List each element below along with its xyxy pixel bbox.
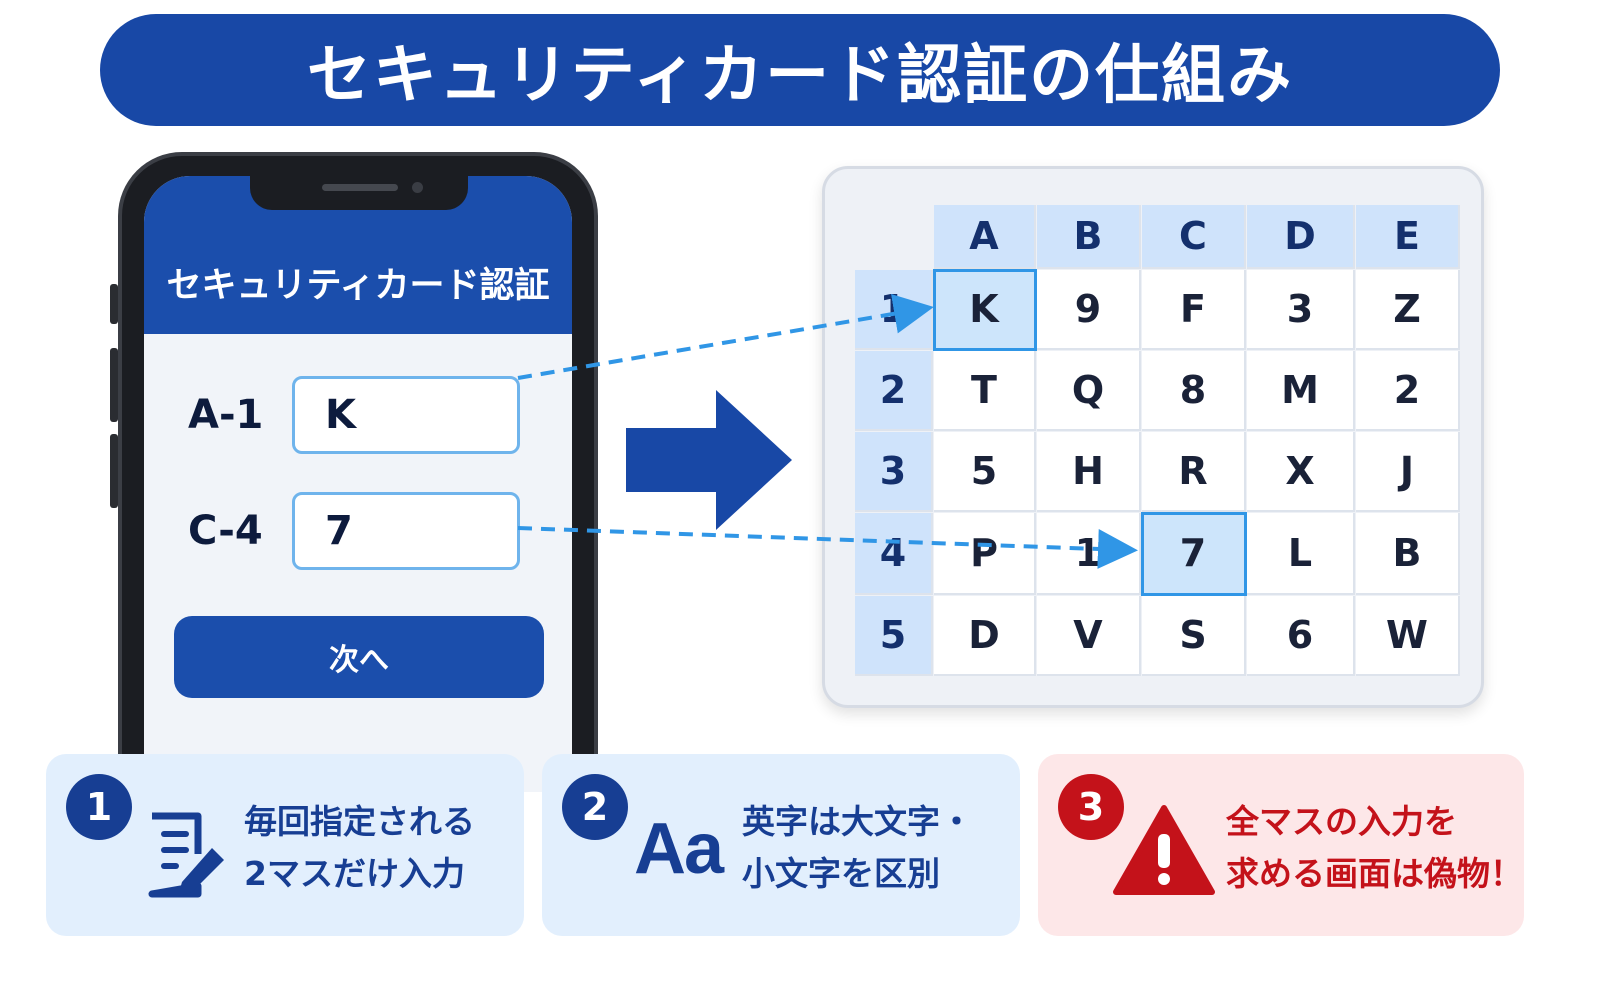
speaker-icon: [322, 184, 398, 191]
info-box-2: 2 Aa 英字は大文字・ 小文字を区別: [542, 754, 1020, 936]
page-title: セキュリティカード認証の仕組み: [100, 14, 1500, 126]
column-header: A: [934, 205, 1036, 269]
row-header: 3: [855, 432, 933, 512]
grid-cell: L: [1247, 513, 1355, 595]
info-line: 2マスだけ入力: [244, 854, 465, 893]
step-number-badge: 1: [66, 774, 132, 840]
grid-cell: 2: [1356, 351, 1460, 431]
row-header: 1: [855, 270, 933, 350]
phone-header-title: セキュリティカード認証: [166, 266, 550, 306]
phone-volume-up-button: [110, 348, 118, 422]
column-header: C: [1142, 205, 1246, 269]
edit-document-icon: [148, 812, 224, 898]
input-value: K: [325, 392, 356, 438]
grid-cell: W: [1356, 596, 1460, 676]
info-line: 小文字を区別: [742, 854, 940, 893]
info-box-1: 1 毎回指定される 2マスだけ入力: [46, 754, 524, 936]
right-arrow-icon: [626, 390, 792, 530]
step-number-badge: 3: [1058, 774, 1124, 840]
column-header: D: [1247, 205, 1355, 269]
grid-corner: [855, 205, 933, 269]
row-header: 5: [855, 596, 933, 676]
info-line: 毎回指定される: [244, 802, 475, 841]
grid-cell: X: [1247, 432, 1355, 512]
next-button-label: 次へ: [329, 643, 389, 678]
grid-cell: J: [1356, 432, 1460, 512]
phone-volume-down-button: [110, 434, 118, 508]
info-line: 全マスの入力を: [1226, 802, 1457, 841]
highlighted-grid-cell: K: [933, 269, 1037, 351]
grid-cell: H: [1037, 432, 1141, 512]
column-header: E: [1356, 205, 1460, 269]
grid-cell: F: [1142, 270, 1246, 350]
step-number-badge: 2: [562, 774, 628, 840]
next-button[interactable]: 次へ: [174, 616, 544, 698]
field-label: C-4: [188, 508, 263, 554]
grid-cell: 8: [1142, 351, 1246, 431]
row-header: 4: [855, 513, 933, 595]
grid-cell: M: [1247, 351, 1355, 431]
info-line: 求める画面は偽物！: [1226, 854, 1523, 893]
case-sensitive-icon: Aa: [634, 809, 724, 889]
phone-mockup: セキュリティカード認証 A-1 K C-4 7 次へ: [110, 152, 598, 792]
grid-cell: R: [1142, 432, 1246, 512]
input-value: 7: [325, 508, 353, 554]
info-box-3: 3 全マスの入力を 求める画面は偽物！: [1038, 754, 1524, 936]
info-text: 毎回指定される 2マスだけ入力: [244, 796, 475, 900]
column-header: B: [1037, 205, 1141, 269]
info-line: 英字は大文字・: [742, 802, 973, 841]
info-text: 全マスの入力を 求める画面は偽物！: [1226, 796, 1523, 900]
warning-icon: [1113, 805, 1215, 895]
field-label: A-1: [188, 392, 264, 438]
grid-cell: V: [1037, 596, 1141, 676]
grid-cell: 9: [1037, 270, 1141, 350]
phone-notch: [250, 176, 468, 210]
grid-cell: Z: [1356, 270, 1460, 350]
grid-cell: Q: [1037, 351, 1141, 431]
row-header: 2: [855, 351, 933, 431]
info-text: 英字は大文字・ 小文字を区別: [742, 796, 973, 900]
code-input-c4[interactable]: 7: [292, 492, 520, 570]
grid-cell: 6: [1247, 596, 1355, 676]
highlighted-grid-cell: 7: [1141, 512, 1247, 596]
field-row-a1: A-1 K: [188, 376, 520, 454]
grid-cell: D: [934, 596, 1036, 676]
phone-side-button: [110, 284, 118, 324]
field-row-c4: C-4 7: [188, 492, 520, 570]
camera-icon: [412, 182, 423, 193]
grid-cell: 1: [1037, 513, 1141, 595]
phone-screen: セキュリティカード認証 A-1 K C-4 7 次へ: [144, 176, 572, 792]
grid-cell: T: [934, 351, 1036, 431]
grid-cell: 3: [1247, 270, 1355, 350]
grid-cell: S: [1142, 596, 1246, 676]
grid-cell: P: [934, 513, 1036, 595]
grid-cell: 5: [934, 432, 1036, 512]
code-input-a1[interactable]: K: [292, 376, 520, 454]
grid-cell: B: [1356, 513, 1460, 595]
